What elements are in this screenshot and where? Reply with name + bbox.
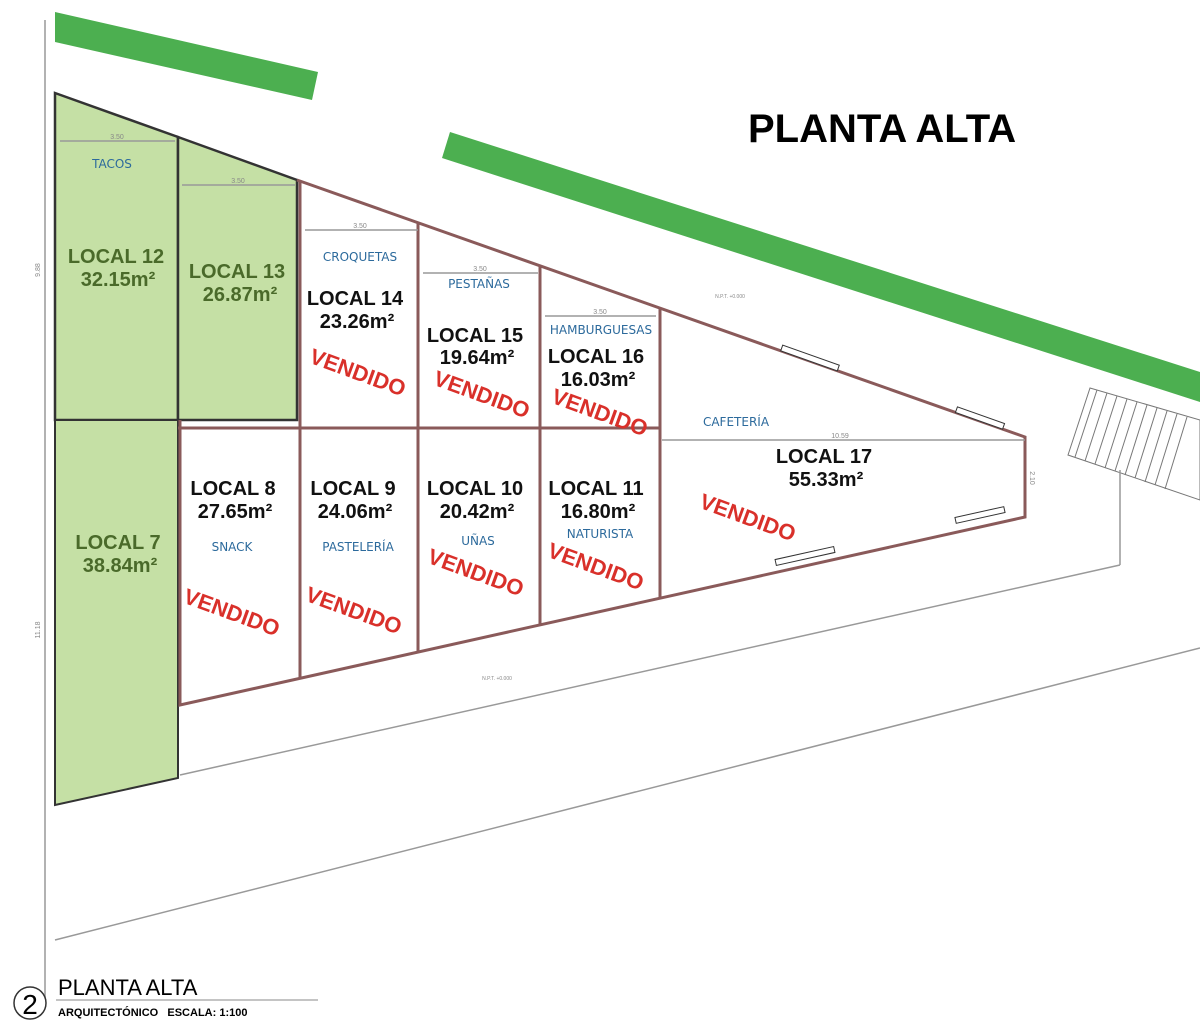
svg-text:LOCAL 7: LOCAL 7 <box>75 532 160 554</box>
svg-text:10.59: 10.59 <box>831 433 849 440</box>
local-13-area[interactable] <box>176 135 299 422</box>
svg-text:55.33m²: 55.33m² <box>789 469 864 491</box>
local-14[interactable]: CROQUETAS LOCAL 14 23.26m² VENDIDO <box>306 250 409 401</box>
walls <box>178 178 1027 707</box>
plan-title: PLANTA ALTA <box>748 107 1016 151</box>
local-8[interactable]: LOCAL 8 27.65m² SNACK VENDIDO <box>180 478 283 641</box>
svg-text:3.50: 3.50 <box>110 134 124 141</box>
svg-text:SNACK: SNACK <box>212 540 254 554</box>
svg-text:19.64m²: 19.64m² <box>440 347 515 369</box>
green-band-top-left <box>55 12 318 100</box>
sold-stamp: VENDIDO <box>306 344 409 402</box>
local-7[interactable]: LOCAL 7 38.84m² <box>75 532 160 577</box>
local-10[interactable]: LOCAL 10 20.42m² UÑAS VENDIDO <box>424 478 527 601</box>
svg-text:CROQUETAS: CROQUETAS <box>323 250 397 264</box>
svg-text:LOCAL 10: LOCAL 10 <box>427 478 523 500</box>
svg-text:LOCAL 15: LOCAL 15 <box>427 325 523 347</box>
title-block: 2 PLANTA ALTA ARQUITECTÓNICO ESCALA: 1:1… <box>13 975 318 1020</box>
local-12[interactable]: TACOS LOCAL 12 32.15m² <box>68 157 164 291</box>
svg-text:26.87m²: 26.87m² <box>203 284 278 306</box>
svg-text:HAMBURGUESAS: HAMBURGUESAS <box>550 323 652 337</box>
stairs <box>1067 387 1200 501</box>
svg-text:9.88: 9.88 <box>35 263 42 277</box>
svg-text:ARQUITECTÓNICO ESCALA: 1:100: ARQUITECTÓNICO ESCALA: 1:100 <box>58 1006 247 1019</box>
local-11[interactable]: LOCAL 11 16.80m² NATURISTA VENDIDO <box>544 478 647 595</box>
local-16[interactable]: HAMBURGUESAS LOCAL 16 16.03m² VENDIDO <box>548 323 652 441</box>
svg-text:CAFETERÍA: CAFETERÍA <box>703 414 770 429</box>
svg-text:LOCAL 8: LOCAL 8 <box>190 478 275 500</box>
svg-text:16.03m²: 16.03m² <box>561 369 636 391</box>
svg-text:PLANTA ALTA: PLANTA ALTA <box>58 975 198 1000</box>
svg-text:16.80m²: 16.80m² <box>561 501 636 523</box>
svg-text:LOCAL 12: LOCAL 12 <box>68 246 164 268</box>
svg-text:PASTELERÍA: PASTELERÍA <box>322 539 394 554</box>
local-15[interactable]: PESTAÑAS LOCAL 15 19.64m² VENDIDO <box>427 276 533 423</box>
svg-text:2.10: 2.10 <box>1028 471 1035 485</box>
corridor-outline <box>44 20 1200 1000</box>
svg-text:20.42m²: 20.42m² <box>440 501 515 523</box>
svg-text:3.50: 3.50 <box>593 309 607 316</box>
svg-text:PESTAÑAS: PESTAÑAS <box>448 276 510 291</box>
svg-text:38.84m²: 38.84m² <box>83 555 158 577</box>
sold-stamp: VENDIDO <box>696 489 799 547</box>
svg-text:LOCAL 13: LOCAL 13 <box>189 261 285 283</box>
svg-text:32.15m²: 32.15m² <box>81 269 156 291</box>
green-band-right <box>442 132 1200 402</box>
svg-text:N.P.T. +0.000: N.P.T. +0.000 <box>482 676 512 682</box>
sold-stamp: VENDIDO <box>302 582 405 640</box>
svg-text:N.P.T. +0.000: N.P.T. +0.000 <box>715 294 745 300</box>
dimension-lines: 3.50 3.50 3.50 3.50 3.50 10.59 2.10 9.88… <box>35 134 1035 682</box>
svg-text:2: 2 <box>22 989 38 1020</box>
svg-text:3.50: 3.50 <box>231 178 245 185</box>
svg-text:LOCAL 17: LOCAL 17 <box>776 446 872 468</box>
sold-stamp: VENDIDO <box>430 366 533 424</box>
svg-text:3.50: 3.50 <box>353 223 367 230</box>
sold-stamp: VENDIDO <box>180 584 283 642</box>
sold-stamp: VENDIDO <box>424 544 527 602</box>
sold-stamp: VENDIDO <box>548 384 651 442</box>
svg-text:27.65m²: 27.65m² <box>198 501 273 523</box>
svg-text:3.50: 3.50 <box>473 266 487 273</box>
svg-text:11.18: 11.18 <box>35 621 42 638</box>
svg-text:UÑAS: UÑAS <box>461 533 495 548</box>
svg-text:NATURISTA: NATURISTA <box>567 527 634 541</box>
sold-stamp: VENDIDO <box>544 538 647 596</box>
svg-text:24.06m²: 24.06m² <box>318 501 393 523</box>
svg-text:LOCAL 11: LOCAL 11 <box>548 478 643 500</box>
local-13[interactable]: LOCAL 13 26.87m² <box>189 261 285 306</box>
svg-text:23.26m²: 23.26m² <box>320 311 395 333</box>
local-9[interactable]: LOCAL 9 24.06m² PASTELERÍA VENDIDO <box>302 478 405 639</box>
svg-text:TACOS: TACOS <box>91 157 132 171</box>
svg-text:LOCAL 9: LOCAL 9 <box>310 478 395 500</box>
local-7-area[interactable] <box>54 419 179 807</box>
svg-text:LOCAL 16: LOCAL 16 <box>548 346 644 368</box>
svg-text:LOCAL 14: LOCAL 14 <box>307 288 404 310</box>
